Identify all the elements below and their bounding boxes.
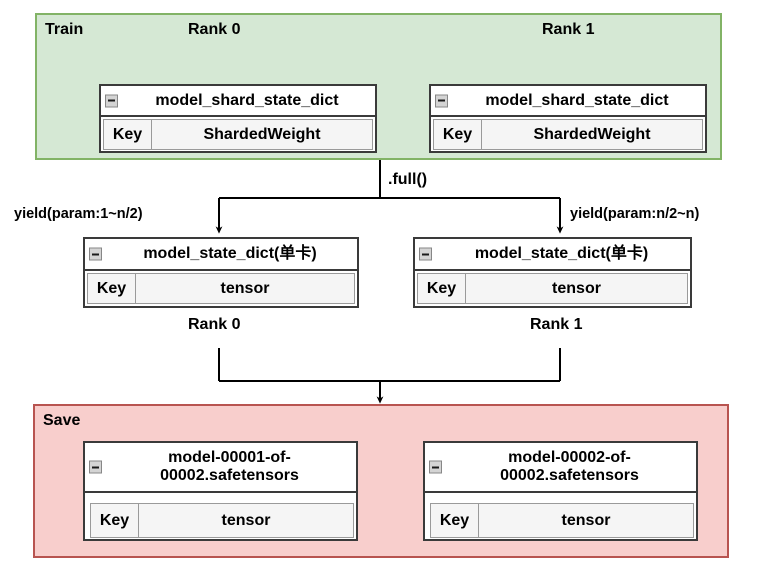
table-row-state-dict-right: Key tensor [417, 273, 688, 304]
cell-key-header-rank1: Key [434, 120, 482, 149]
card-header-safetensors-1[interactable]: model-00001-of- 00002.safetensors [85, 443, 356, 493]
edge-label-full: .full() [388, 171, 428, 188]
table-row-safetensors-1: Key tensor [90, 503, 354, 538]
table-row-safetensors-2: Key tensor [430, 503, 694, 538]
train-group-label: Train [45, 21, 84, 38]
collapse-minus-icon[interactable] [89, 460, 102, 474]
cell-value-safetensors-1: tensor [139, 504, 353, 537]
middle-rank-0-label: Rank 0 [188, 316, 241, 333]
edge-label-yield-left: yield(param:1~n/2) [14, 206, 143, 222]
table-row-state-dict-left: Key tensor [87, 273, 355, 304]
card-title-safetensors-2-line2: 00002.safetensors [500, 467, 639, 484]
edge-merge-to-save [218, 348, 561, 404]
collapse-minus-icon[interactable] [435, 94, 448, 107]
middle-rank-1-label: Rank 1 [530, 316, 583, 333]
collapse-minus-icon[interactable] [429, 460, 442, 474]
cell-value-safetensors-2: tensor [479, 504, 693, 537]
cell-key-header-safetensors-1: Key [91, 504, 139, 537]
cell-value-rank0: ShardedWeight [152, 120, 372, 149]
card-safetensors-shard-1[interactable]: model-00001-of- 00002.safetensors Key te… [83, 441, 358, 541]
collapse-minus-icon[interactable] [419, 247, 432, 261]
card-model-state-dict-left[interactable]: model_state_dict(单卡) Key tensor [83, 237, 359, 308]
cell-value-rank1: ShardedWeight [482, 120, 702, 149]
card-header-rank0[interactable]: model_shard_state_dict [101, 86, 375, 117]
top-rank-1-label: Rank 1 [542, 21, 595, 38]
card-header-safetensors-2[interactable]: model-00002-of- 00002.safetensors [425, 443, 696, 493]
edge-label-yield-right: yield(param:n/2~n) [570, 206, 700, 222]
cell-value-state-dict-left: tensor [136, 274, 354, 303]
table-row-rank1: Key ShardedWeight [433, 119, 703, 150]
card-header-rank1[interactable]: model_shard_state_dict [431, 86, 705, 117]
card-header-state-dict-left[interactable]: model_state_dict(单卡) [85, 239, 357, 271]
table-row-rank0: Key ShardedWeight [103, 119, 373, 150]
card-model-state-dict-right[interactable]: model_state_dict(单卡) Key tensor [413, 237, 692, 308]
card-header-state-dict-right[interactable]: model_state_dict(单卡) [415, 239, 690, 271]
card-title-state-dict-right: model_state_dict(单卡) [474, 245, 649, 263]
top-rank-0-label: Rank 0 [188, 21, 241, 38]
collapse-minus-icon[interactable] [89, 247, 102, 261]
card-title-rank0: model_shard_state_dict [155, 91, 339, 109]
card-safetensors-shard-2[interactable]: model-00002-of- 00002.safetensors Key te… [423, 441, 698, 541]
card-model-shard-state-dict-rank1[interactable]: model_shard_state_dict Key ShardedWeight [429, 84, 707, 153]
card-model-shard-state-dict-rank0[interactable]: model_shard_state_dict Key ShardedWeight [99, 84, 377, 153]
card-title-state-dict-left: model_state_dict(单卡) [143, 245, 317, 263]
cell-key-header-rank0: Key [104, 120, 152, 149]
card-title-safetensors-1-line2: 00002.safetensors [160, 467, 299, 484]
card-title-safetensors-2-line1: model-00002-of- [508, 449, 631, 467]
card-title-safetensors-1-line1: model-00001-of- [168, 449, 291, 467]
save-group-label: Save [43, 412, 81, 429]
collapse-minus-icon[interactable] [105, 94, 118, 107]
cell-value-state-dict-right: tensor [466, 274, 687, 303]
cell-key-header-state-dict-left: Key [88, 274, 136, 303]
card-title-rank1: model_shard_state_dict [485, 91, 669, 109]
cell-key-header-state-dict-right: Key [418, 274, 466, 303]
cell-key-header-safetensors-2: Key [431, 504, 479, 537]
